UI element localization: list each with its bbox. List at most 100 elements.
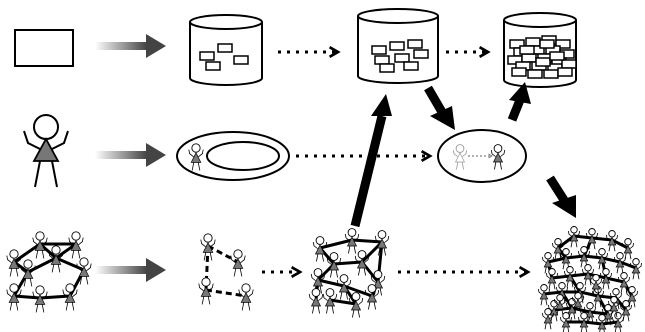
- person-icon: [336, 274, 352, 300]
- person-icon: [559, 248, 573, 270]
- network-link: [39, 294, 71, 300]
- record-card: [525, 37, 541, 47]
- network-icon: [537, 226, 643, 332]
- network-link: [611, 238, 629, 250]
- record-card: [521, 53, 537, 63]
- person-icon: [595, 314, 609, 332]
- database-icon: [357, 8, 439, 84]
- network-link: [13, 242, 41, 264]
- thick-arrow-up-right: [507, 82, 531, 122]
- network-link: [205, 288, 247, 298]
- record-card: [199, 51, 215, 61]
- person-icon: [545, 268, 559, 290]
- record-card: [555, 39, 571, 49]
- record-card: [371, 45, 387, 55]
- person-icon: [354, 250, 370, 276]
- network-link: [557, 234, 575, 250]
- record-card: [233, 55, 249, 65]
- person-icon: [238, 283, 254, 311]
- person-icon: [452, 144, 468, 170]
- record-card: [407, 39, 423, 49]
- person-icon: [559, 312, 573, 332]
- person-icon: [23, 114, 69, 188]
- record-card: [557, 67, 573, 77]
- record-card: [205, 61, 221, 71]
- person-icon: [200, 233, 216, 261]
- person-icon: [625, 286, 639, 308]
- thick-arrow-down-right: [424, 85, 455, 130]
- record-card: [543, 69, 559, 79]
- person-icon: [62, 283, 78, 311]
- record-card: [535, 57, 551, 67]
- person-icon: [348, 292, 364, 318]
- network-icon: [308, 228, 390, 318]
- person-icon: [344, 228, 360, 254]
- person-icon: [48, 245, 64, 273]
- person-icon: [537, 284, 551, 306]
- person-icon: [577, 246, 591, 268]
- person-icon: [188, 143, 204, 171]
- person-icon: [551, 238, 565, 260]
- person-icon: [198, 277, 214, 305]
- person-icon: [541, 308, 555, 330]
- rectangle-icon: [14, 29, 74, 67]
- person-icon: [611, 312, 625, 332]
- input-arrow-row1: [95, 34, 166, 58]
- person-icon: [617, 272, 631, 294]
- record-card: [374, 55, 390, 65]
- person-icon: [32, 231, 48, 259]
- input-arrow-row2: [95, 143, 166, 167]
- network-link: [27, 256, 57, 274]
- database-icon: [503, 12, 577, 88]
- person-icon: [6, 283, 22, 311]
- record-card: [527, 69, 543, 79]
- person-icon: [370, 270, 386, 296]
- record-card: [389, 41, 405, 51]
- person-icon: [613, 252, 627, 274]
- record-card: [413, 49, 429, 59]
- network-link: [204, 245, 210, 291]
- person-icon: [374, 230, 390, 256]
- person-icon: [583, 302, 597, 324]
- person-icon: [547, 300, 561, 322]
- person-icon: [32, 285, 48, 313]
- database-icon: [189, 14, 263, 86]
- record-card: [549, 51, 565, 61]
- person-icon: [6, 249, 22, 277]
- person-icon: [490, 144, 506, 170]
- record-card: [217, 43, 233, 53]
- person-icon: [589, 274, 603, 296]
- ellipse-ring-icon: [176, 131, 290, 181]
- person-icon: [605, 230, 619, 252]
- person-icon: [577, 312, 591, 332]
- person-icon: [553, 294, 567, 316]
- network-link: [55, 242, 77, 260]
- person-icon: [595, 248, 609, 270]
- person-icon: [364, 284, 380, 310]
- person-icon: [310, 268, 326, 294]
- person-icon: [322, 288, 338, 314]
- person-icon: [563, 266, 577, 288]
- person-icon: [567, 226, 581, 248]
- network-link: [333, 260, 363, 266]
- person-icon: [607, 296, 621, 318]
- person-icon: [585, 228, 599, 250]
- person-icon: [621, 238, 635, 260]
- record-card: [561, 59, 577, 69]
- thick-arrow-up: [350, 94, 392, 228]
- person-icon: [308, 288, 324, 314]
- person-icon: [452, 144, 506, 170]
- person-icon: [629, 258, 643, 280]
- record-card: [394, 53, 410, 63]
- person-icon: [601, 304, 615, 326]
- person-icon: [541, 252, 555, 274]
- record-card: [403, 61, 419, 71]
- person-icon: [581, 264, 595, 286]
- record-card: [519, 45, 535, 55]
- person-icon: [326, 252, 342, 278]
- network-icon: [6, 231, 92, 313]
- person-icon: [20, 259, 36, 287]
- person-icon: [76, 257, 92, 285]
- network-link: [55, 256, 85, 272]
